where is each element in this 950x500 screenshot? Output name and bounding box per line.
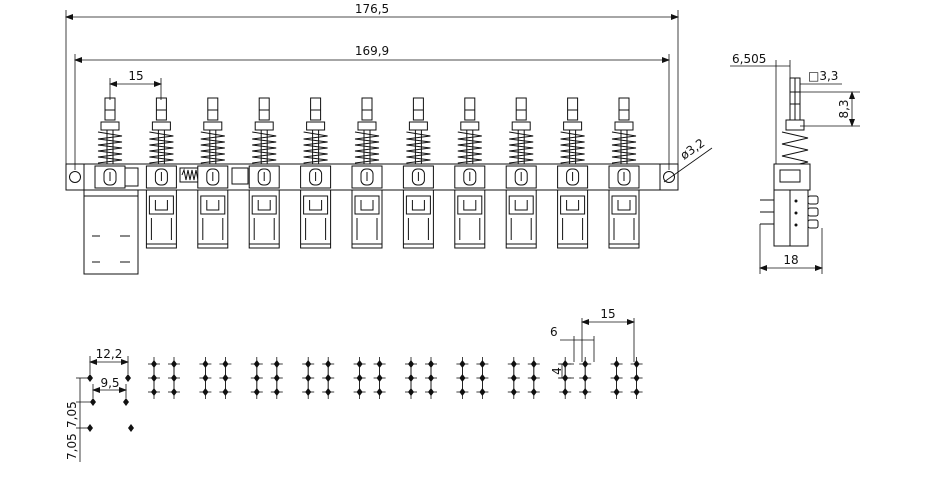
pcb-pad-group [507, 357, 540, 399]
dim-pcb-first-inner-text: 9,5 [100, 376, 119, 390]
pcb-layout: 12,2 9,5 7,05 7,05 15 [65, 307, 643, 462]
pcb-power-footprint [87, 374, 134, 432]
dim-pcb-pitch-text: 15 [600, 307, 615, 321]
dim-switch-pitch: 15 [109, 69, 162, 100]
pcb-pad-group [353, 357, 386, 399]
left-mount-hole [69, 171, 81, 183]
dim-mount-hole-spacing-text: 169,9 [355, 44, 389, 58]
push-switch [197, 97, 229, 249]
dim-pcb-pin-gap: 6 [550, 325, 595, 362]
front-view: 176,5 169,9 15 ø3,2 [65, 2, 713, 275]
dim-overall-length-text: 176,5 [355, 2, 389, 16]
pcb-pad-group [302, 357, 335, 399]
push-switch [505, 97, 537, 249]
pcb-pad-group [405, 357, 437, 399]
switch-row [94, 97, 640, 249]
dim-pcb-first-width-text: 12,2 [96, 347, 123, 361]
dim-hole-diameter-text: ø3,2 [678, 136, 708, 163]
dim-stem-height-text: 8,3 [837, 99, 851, 118]
dim-pcb-vertical-a-text: 7,05 [65, 433, 79, 460]
latch-spring [179, 167, 249, 185]
dim-pcb-first-inner: 9,5 [92, 376, 127, 398]
dim-stem-height: 8,3 [800, 91, 860, 127]
right-mount-hole [663, 171, 675, 183]
pcb-pad-group [456, 357, 489, 399]
dim-pcb-vertical: 7,05 7,05 [65, 377, 93, 462]
dim-pcb-vertical-b-text: 7,05 [65, 401, 79, 428]
push-switch [145, 97, 177, 249]
dim-pcb-pin-gap-text: 6 [550, 325, 558, 339]
pcb-pad-group [559, 357, 592, 399]
dim-body-depth-text: 18 [783, 253, 798, 267]
push-switch [557, 97, 589, 249]
dim-pcb-pitch: 15 [581, 307, 635, 362]
pcb-pad-group [199, 357, 232, 399]
dim-stem-square: □3,3 [800, 69, 842, 85]
push-switch [608, 97, 640, 249]
side-view: 6,505 □3,3 8,3 18 [730, 52, 860, 274]
pcb-pad-groups [148, 357, 643, 399]
push-switch [248, 97, 280, 249]
dim-overall-length: 176,5 [65, 2, 679, 164]
pcb-pad-group [610, 357, 643, 399]
pcb-pad-group [250, 357, 283, 399]
dim-pcb-first-width: 12,2 [89, 347, 129, 374]
side-body [773, 189, 809, 247]
push-switch [454, 97, 486, 249]
push-switch [402, 97, 434, 249]
dim-switch-pitch-text: 15 [128, 69, 143, 83]
push-switch [300, 97, 332, 249]
dim-side-offset-text: 6,505 [732, 52, 766, 66]
pcb-pad-group [148, 357, 180, 399]
dim-side-offset: 6,505 [730, 52, 791, 164]
dim-body-depth: 18 [759, 224, 823, 274]
dim-pcb-row-gap: 4 [550, 363, 574, 379]
dim-mount-hole-spacing: 169,9 [74, 44, 670, 170]
push-switch [351, 97, 383, 249]
power-switch-body [83, 189, 139, 275]
dim-stem-square-text: □3,3 [808, 69, 838, 83]
dim-pcb-row-gap-text: 4 [550, 367, 564, 375]
push-switch [94, 97, 126, 189]
